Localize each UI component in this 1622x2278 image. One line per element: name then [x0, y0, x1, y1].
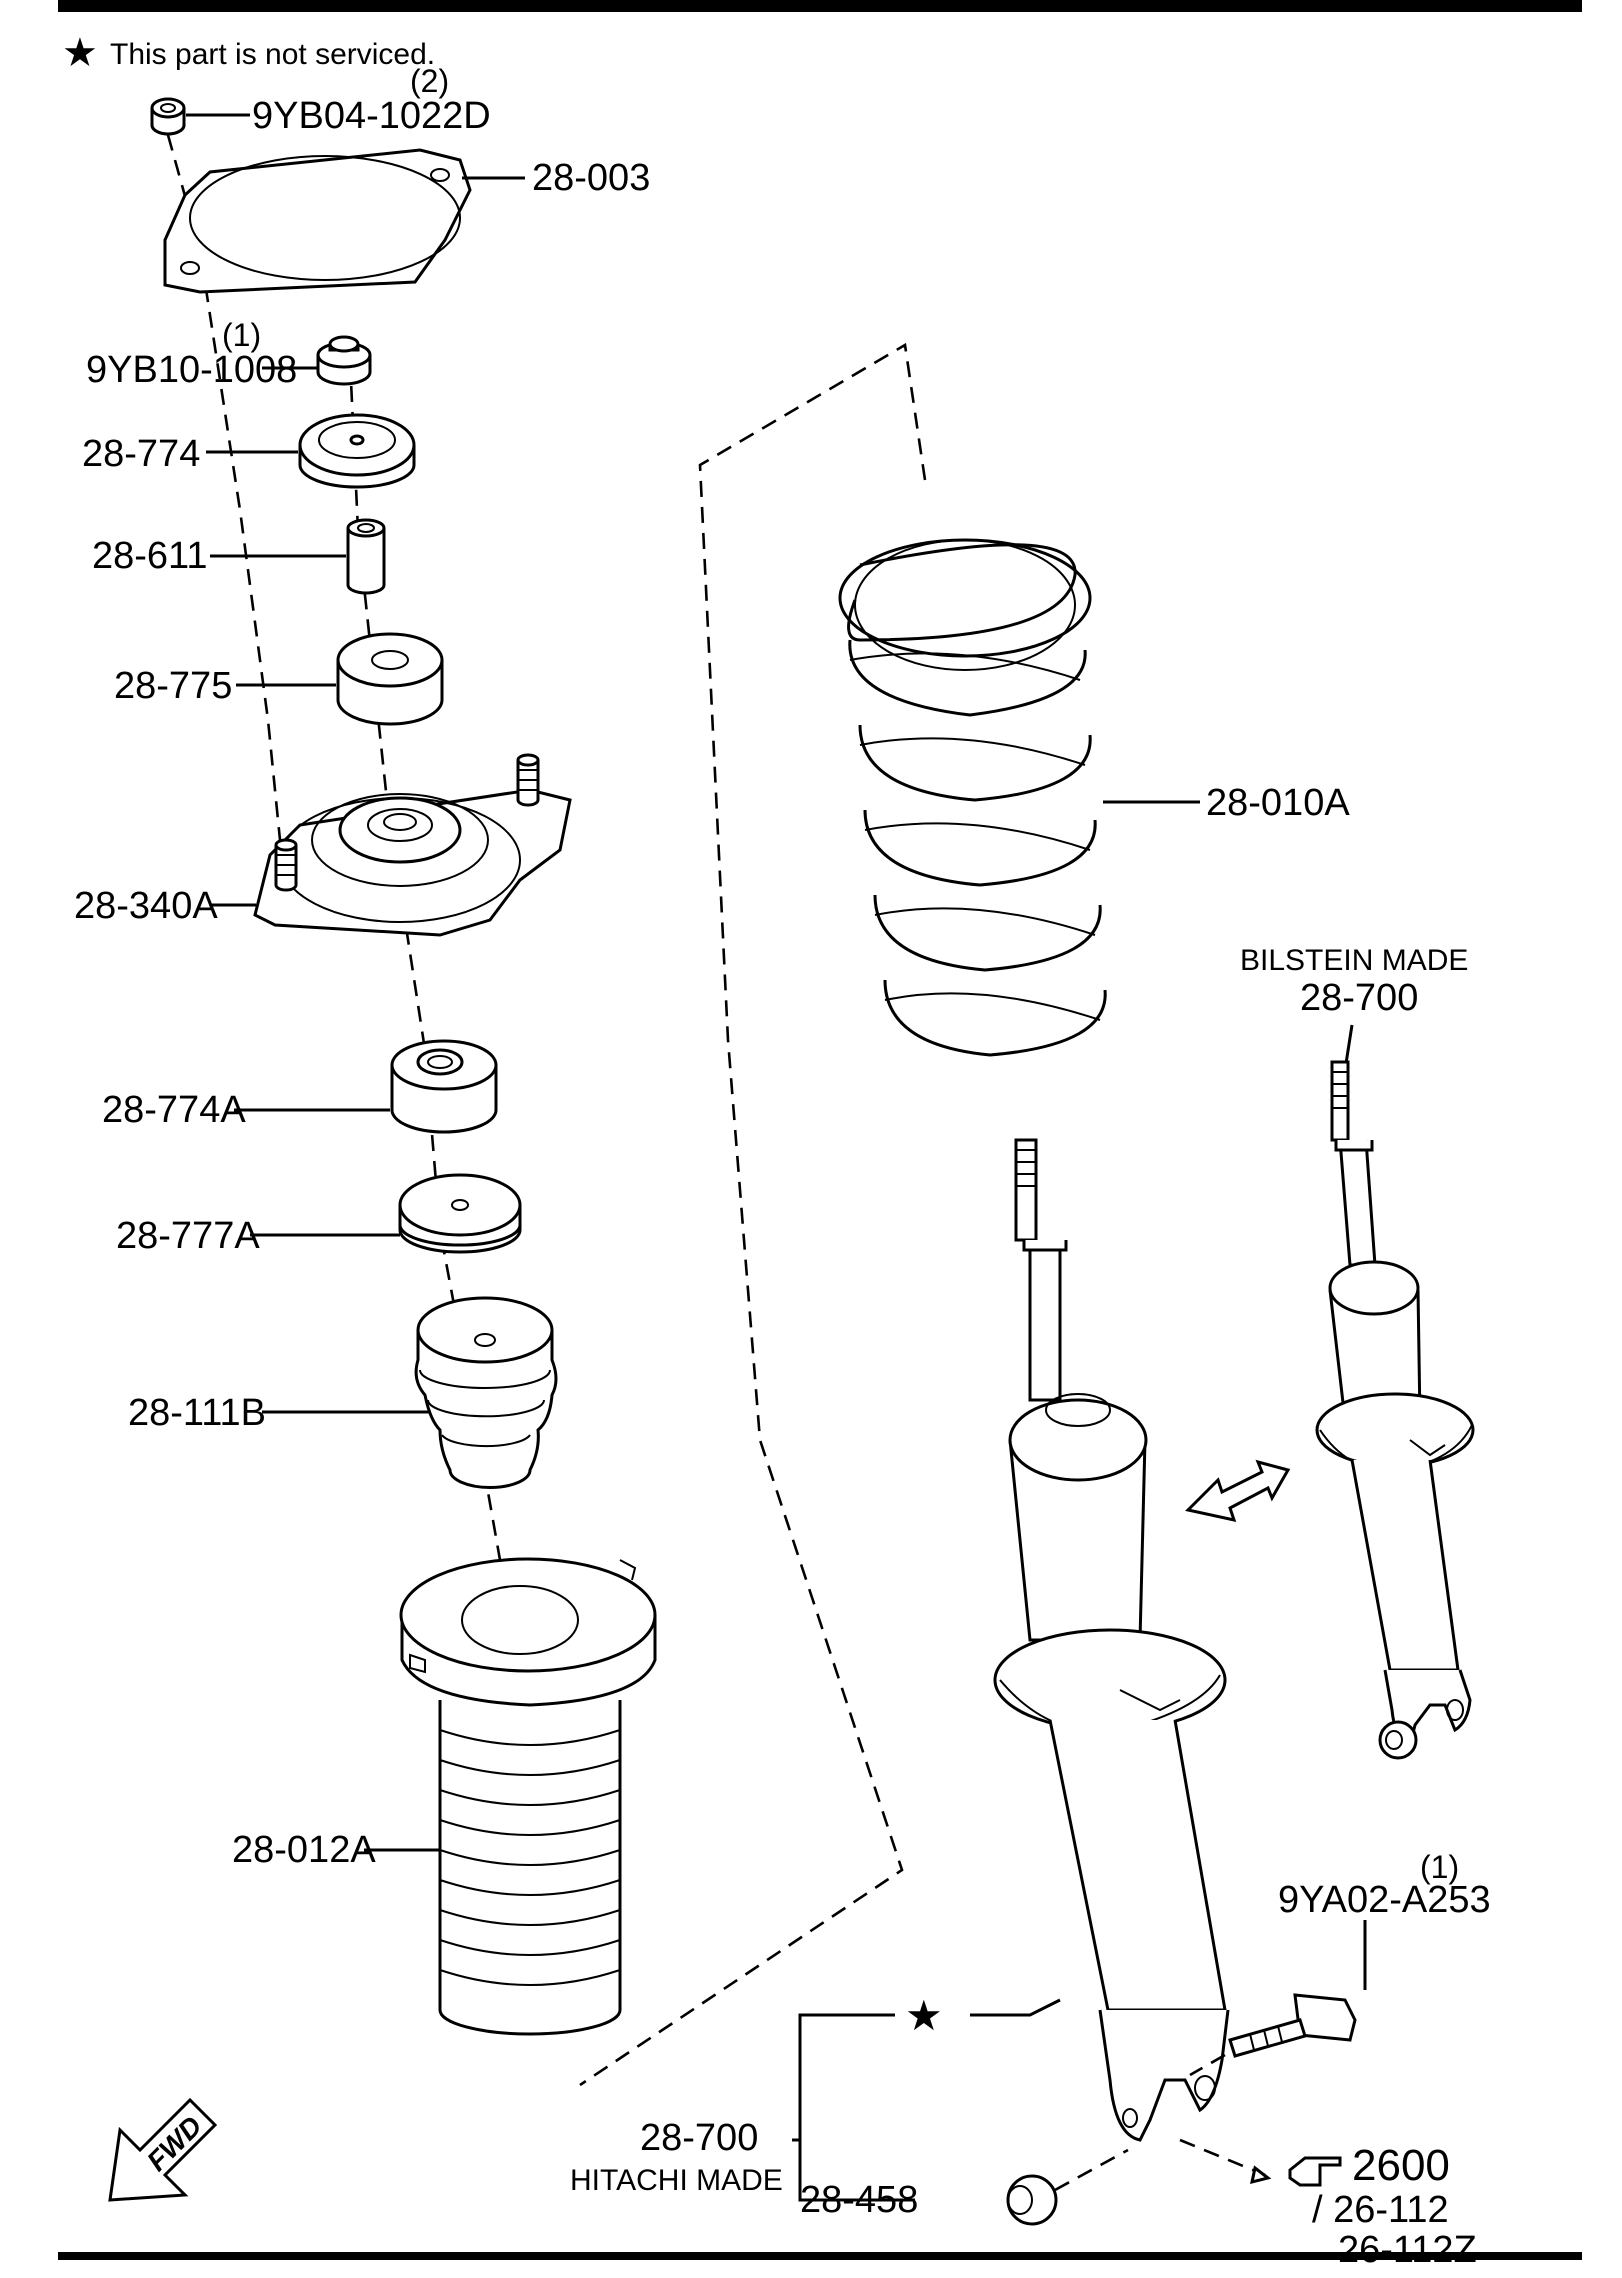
part-label-28-340A: 28-340A [74, 885, 218, 927]
part-label-28-774A: 28-774A [102, 1089, 246, 1131]
reference-2600: 2600 [1352, 2141, 1450, 2190]
part-label-28-012A: 28-012A [232, 1829, 376, 1871]
washer-28-774 [298, 413, 416, 489]
guide-line-bolt [1189, 2053, 1226, 2077]
not-serviced-note: ★ This part is not serviced. [62, 31, 435, 75]
dust-boot-28-012A [399, 1557, 657, 2036]
hitachi-made-label: HITACHI MADE [570, 2164, 783, 2197]
reference-26-112Z: 26-112Z [1338, 2229, 1477, 2271]
top-border [58, 0, 1582, 12]
part-label-28-003: 28-003 [532, 157, 650, 199]
ref-star-icon: ★ [905, 1992, 943, 2039]
part-label-28-700-bilstein: 28-700 [1300, 977, 1418, 1019]
washer-28-458 [1006, 2174, 1058, 2226]
reference-26-112: / 26-112 [1312, 2189, 1449, 2231]
part-label-9YB10-1008: 9YB10-1008 [86, 349, 297, 391]
guide-line-reference [1179, 2138, 1266, 2177]
reference-arrow-icon [1250, 2165, 1272, 2185]
star-icon: ★ [62, 31, 98, 75]
qty-9YA02-A253: (1) [1420, 1849, 1459, 1885]
part-label-28-700-hitachi: 28-700 [640, 2117, 758, 2159]
shock-absorber-hitachi-28-700 [993, 1138, 1230, 2142]
insulator-28-777A [398, 1173, 522, 1254]
part-label-28-458: 28-458 [800, 2179, 918, 2221]
part-label-28-111B: 28-111B [128, 1392, 266, 1434]
spacer-28-774A [390, 1039, 498, 1134]
part-label-28-774: 28-774 [82, 433, 200, 475]
shock-absorber-bilstein-28-700 [1315, 1060, 1475, 1760]
guide-line-28-458 [1054, 2148, 1129, 2192]
part-label-28-611: 28-611 [92, 535, 208, 577]
gasket-28-003 [163, 148, 472, 294]
part-label-28-775: 28-775 [114, 665, 232, 707]
part-label-28-010A: 28-010A [1206, 782, 1350, 824]
bump-stop-28-111B [414, 1296, 558, 1489]
part-label-9YA02-A253: 9YA02-A253 [1278, 1879, 1491, 1921]
strut-mount-28-340A [253, 753, 572, 937]
sleeve-28-611 [346, 518, 386, 595]
interchange-arrow-icon [1184, 1459, 1291, 1523]
bottom-border [58, 2252, 1582, 2260]
bolt-9YA02-A253 [1228, 1993, 1357, 2058]
part-label-9YB04-1022D: 9YB04-1022D [252, 95, 491, 137]
part-label-28-777A: 28-777A [116, 1215, 260, 1257]
guide-line-spring-box [579, 342, 927, 2087]
coil-spring-28-010A [838, 538, 1107, 1057]
bilstein-made-label: BILSTEIN MADE [1240, 944, 1468, 977]
pointing-hand-icon [1288, 2156, 1342, 2187]
leader-hitachi-star [792, 1998, 1061, 2142]
nut-9YB10-1008 [316, 335, 372, 386]
fwd-arrow-icon: FWD [108, 2097, 218, 2202]
nut-9YB04-1022D [150, 97, 186, 136]
leader-28-458 [798, 2140, 915, 2202]
note-text: This part is not serviced. [110, 38, 435, 71]
qty-9YB04-1022D: (2) [410, 63, 449, 99]
qty-9YB10-1008: (1) [222, 317, 261, 353]
bushing-28-775 [336, 632, 444, 726]
